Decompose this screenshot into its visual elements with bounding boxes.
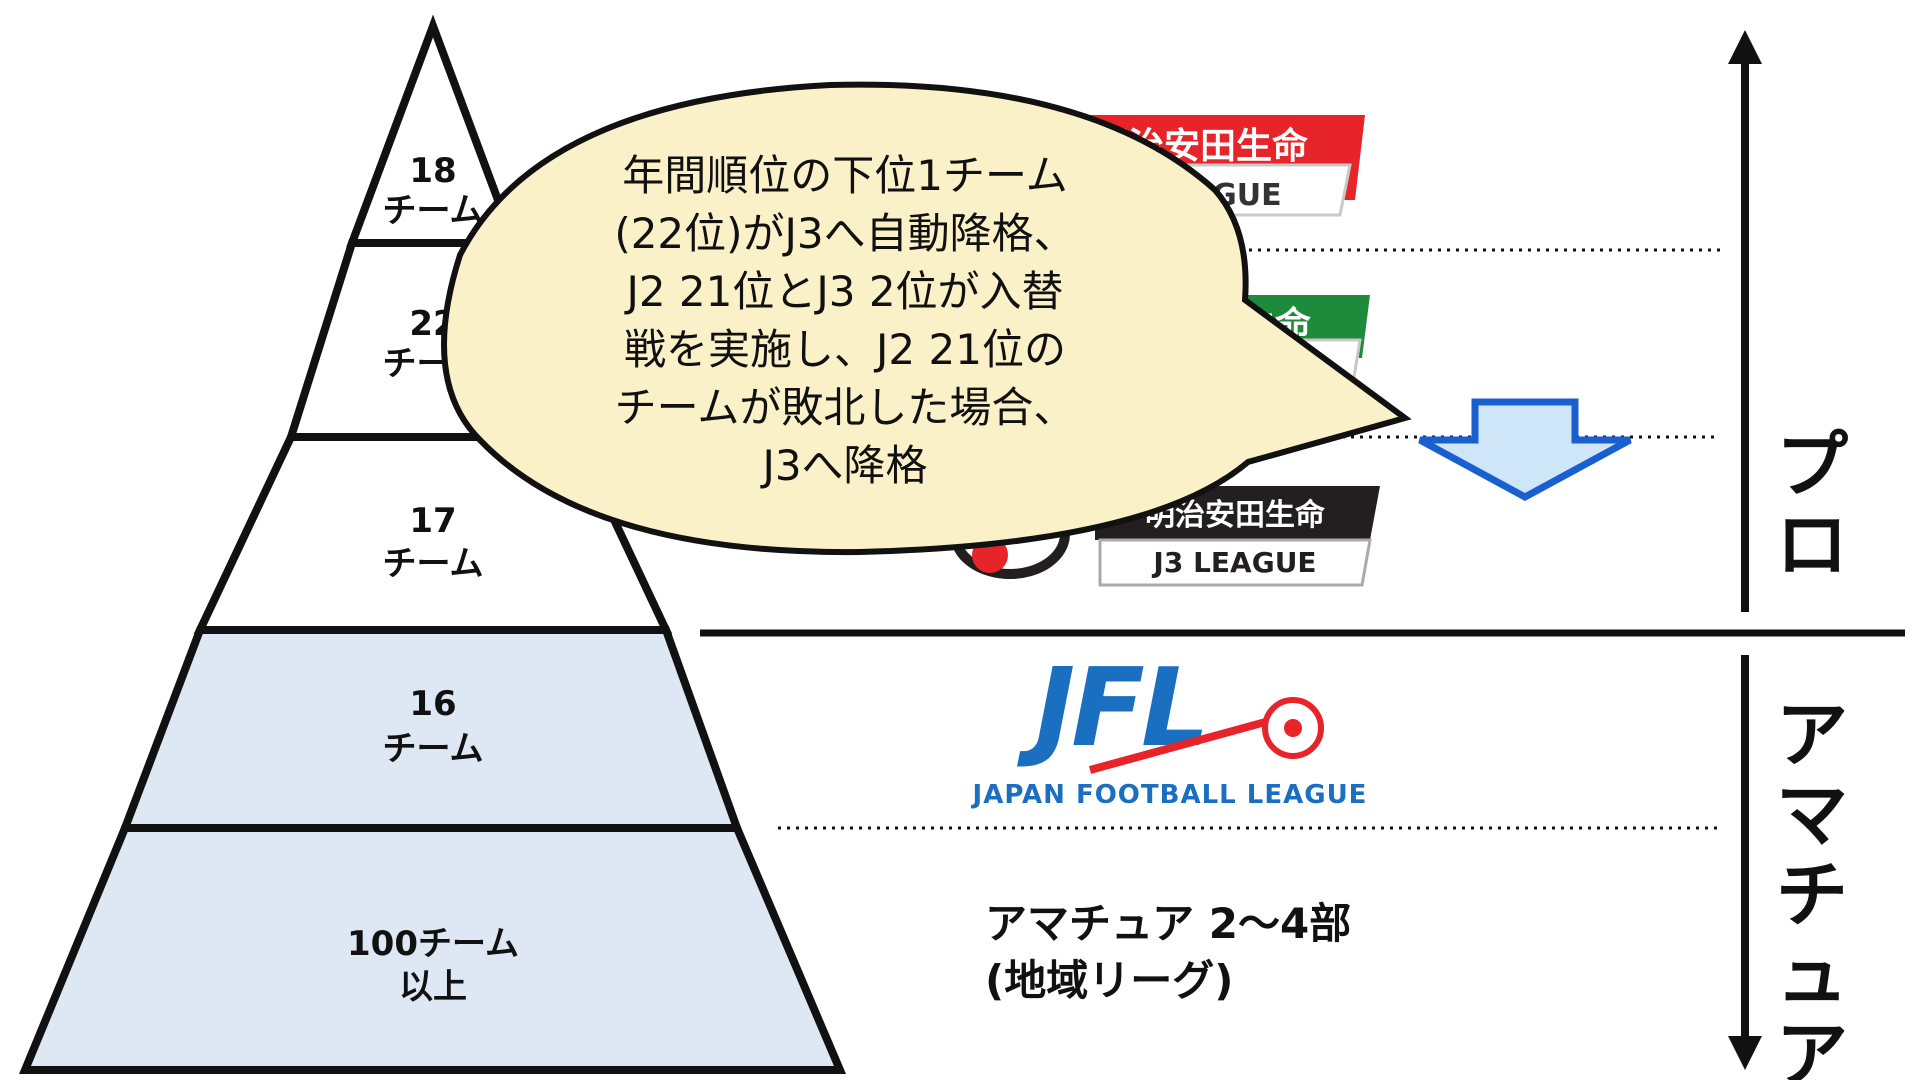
tier-j3-unit: チーム: [383, 544, 484, 584]
tier-jfl-count: 16: [409, 684, 456, 724]
pyramid-tier-regional: [19, 824, 847, 1074]
tier-jfl-unit: チーム: [383, 729, 484, 769]
svg-text:プロ: プロ: [1776, 423, 1848, 587]
tier-regional-count: 100チーム: [347, 924, 519, 964]
callout-line-6: J3へ降格: [759, 441, 927, 490]
amateur-side-label: アマチュア: [1776, 693, 1848, 1080]
tier-j3-count: 17: [409, 501, 456, 541]
pro-arrowhead-up-icon: [1728, 30, 1762, 64]
pro-side-label: プロ: [1776, 423, 1848, 587]
callout-line-2: (22位)がJ3へ自動降格、: [614, 209, 1075, 258]
callout-line-5: チームが敗北した場合、: [615, 383, 1076, 432]
regional-league-label: (地域リーグ): [985, 956, 1233, 1005]
relegation-down-arrow: [1418, 398, 1632, 501]
tier-j1-count: 18: [409, 151, 456, 191]
amateur-divisions-label: アマチュア 2〜4部: [985, 899, 1351, 948]
callout-line-4: 戦を実施し、J2 21位の: [624, 325, 1066, 374]
amateur-arrowhead-down-icon: [1728, 1036, 1762, 1070]
relegation-callout-bubble: 年間順位の下位1チーム (22位)がJ3へ自動降格、 J2 21位とJ3 2位が…: [441, 81, 1412, 556]
jfl-logo: JFL JAPAN FOOTBALL LEAGUE: [971, 646, 1368, 810]
svg-text:アマチュア: アマチュア: [1776, 693, 1848, 1080]
j3-logo-league: J3 LEAGUE: [1151, 546, 1316, 579]
jfl-mark: JFL: [1017, 646, 1206, 771]
callout-line-3: J2 21位とJ3 2位が入替: [623, 267, 1063, 316]
tier-regional-unit: 以上: [399, 967, 467, 1007]
tier-j1-unit: チーム: [383, 191, 484, 231]
jfl-name: JAPAN FOOTBALL LEAGUE: [971, 780, 1368, 810]
callout-line-1: 年間順位の下位1チーム: [622, 151, 1067, 200]
jfl-swoosh: [1088, 714, 1282, 774]
